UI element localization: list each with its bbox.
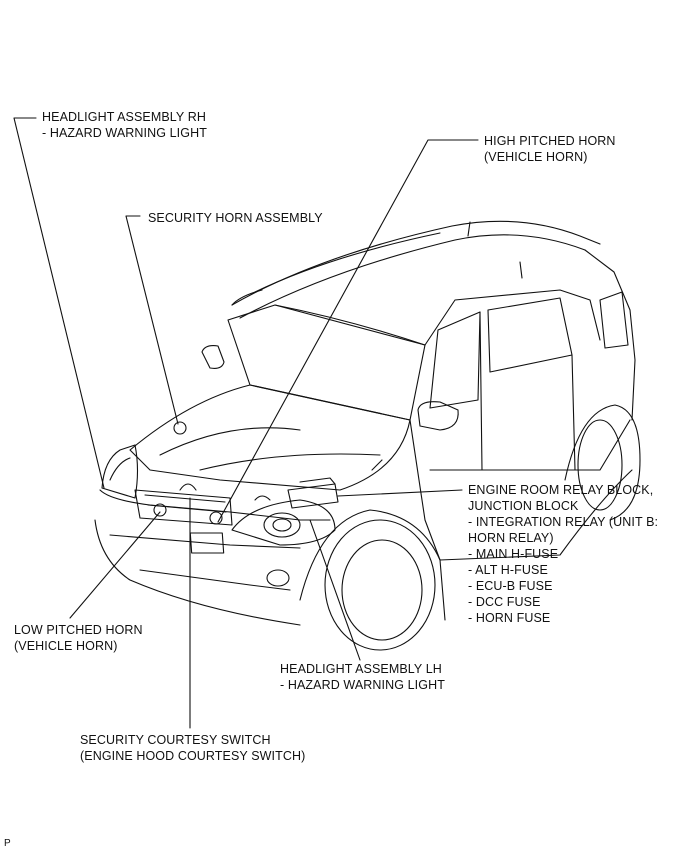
callout-line: HORN RELAY): [468, 531, 554, 545]
callout-line: HEADLIGHT ASSEMBLY LH: [280, 662, 442, 676]
callout-line: - INTEGRATION RELAY (UNIT B:: [468, 515, 659, 529]
callout-headlight-lh: HEADLIGHT ASSEMBLY LH - HAZARD WARNING L…: [280, 661, 445, 693]
callout-line: (ENGINE HOOD COURTESY SWITCH): [80, 749, 306, 763]
callout-high-pitched-horn: HIGH PITCHED HORN (VEHICLE HORN): [484, 133, 616, 165]
callout-security-courtesy-switch: SECURITY COURTESY SWITCH (ENGINE HOOD CO…: [80, 732, 305, 764]
figure-code: P: [4, 838, 11, 849]
leader-lines: [13, 117, 479, 729]
callout-line: HEADLIGHT ASSEMBLY RH: [42, 110, 206, 124]
callout-line: - HAZARD WARNING LIGHT: [42, 126, 207, 140]
callout-headlight-rh: HEADLIGHT ASSEMBLY RH - HAZARD WARNING L…: [42, 109, 207, 141]
leader-engine-room-relay-block: [337, 489, 463, 497]
callout-line: HIGH PITCHED HORN: [484, 134, 616, 148]
vehicle-body: [94, 220, 641, 651]
leader-security-horn: [125, 215, 179, 425]
leader-headlight-lh: [309, 519, 361, 661]
callout-line: (VEHICLE HORN): [484, 150, 588, 164]
leader-high-pitched-horn: [217, 139, 479, 523]
callout-security-horn: SECURITY HORN ASSEMBLY: [148, 210, 323, 226]
callout-line: ENGINE ROOM RELAY BLOCK,: [468, 483, 654, 497]
callout-engine-room-relay-block: ENGINE ROOM RELAY BLOCK, JUNCTION BLOCK …: [468, 482, 658, 626]
callout-line: - ECU-B FUSE: [468, 579, 553, 593]
callout-line: - DCC FUSE: [468, 595, 541, 609]
callout-line: JUNCTION BLOCK: [468, 499, 579, 513]
callout-line: - MAIN H-FUSE: [468, 547, 559, 561]
callout-line: - HAZARD WARNING LIGHT: [280, 678, 445, 692]
callout-line: LOW PITCHED HORN: [14, 623, 143, 637]
callout-low-pitched-horn: LOW PITCHED HORN (VEHICLE HORN): [14, 622, 143, 654]
callout-line: (VEHICLE HORN): [14, 639, 118, 653]
callout-line: SECURITY HORN ASSEMBLY: [148, 211, 323, 225]
leader-headlight-rh: [13, 117, 105, 489]
callout-line: SECURITY COURTESY SWITCH: [80, 733, 271, 747]
callout-line: - HORN FUSE: [468, 611, 551, 625]
leader-low-pitched-horn: [69, 511, 161, 619]
callout-line: - ALT H-FUSE: [468, 563, 548, 577]
